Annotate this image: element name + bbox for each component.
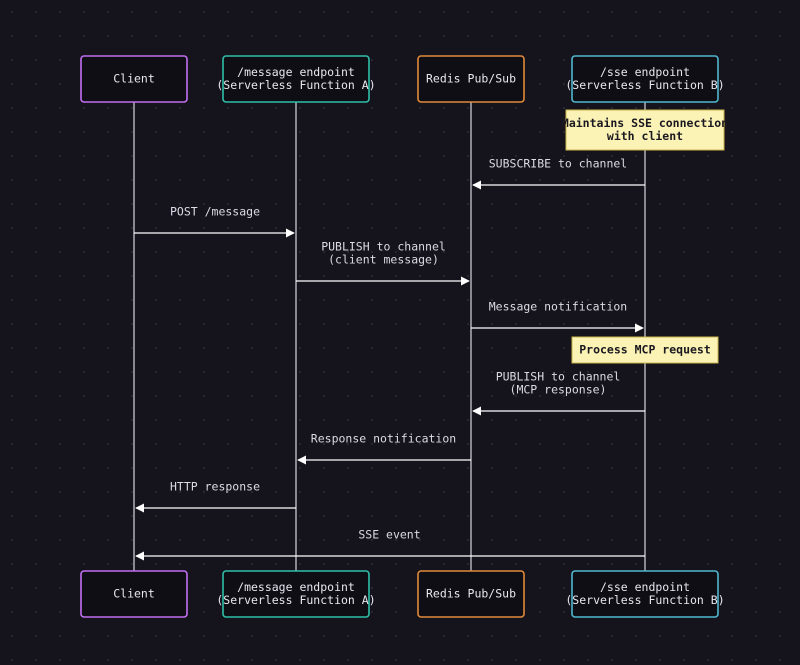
participants-bottom: Client/message endpoint(Serverless Funct… [80,570,725,618]
participant-label: Redis Pub/Sub [426,587,516,601]
note-box [571,336,719,364]
participant-redis-bottom: Redis Pub/Sub [417,570,525,618]
participants-top: Client/message endpoint(Serverless Funct… [80,55,725,103]
message-7: SSE event [135,528,645,561]
participant-label: /sse endpoint [600,65,690,79]
participant-label: (Serverless Function B) [565,78,724,92]
participant-box [222,570,370,618]
participant-client-top: Client [80,55,188,103]
participant-box [417,55,525,103]
participant-label: /message endpoint [237,65,355,79]
message-1: POST /message [134,205,295,238]
note-label: with client [607,129,683,143]
message-label: PUBLISH to channel [321,240,446,254]
participant-label: (Serverless Function B) [565,593,724,607]
message-label: Message notification [489,300,627,314]
participant-label: Redis Pub/Sub [426,72,516,86]
participant-msg-top: /message endpoint(Serverless Function A) [216,55,376,103]
participant-box [222,55,370,103]
note-label: Maintains SSE connection [562,116,728,130]
participant-redis-top: Redis Pub/Sub [417,55,525,103]
participant-msg-bottom: /message endpoint(Serverless Function A) [216,570,376,618]
participant-box [571,570,719,618]
participant-label: /message endpoint [237,580,355,594]
participant-label: Client [113,587,155,601]
message-0: SUBSCRIBE to channel [472,157,645,190]
participant-label: (Serverless Function A) [216,78,375,92]
message-5: Response notification [297,432,471,465]
message-4: PUBLISH to channel(MCP response) [472,370,645,416]
message-3: Message notification [471,300,644,333]
message-6: HTTP response [135,480,296,513]
message-label: SUBSCRIBE to channel [489,157,627,171]
participant-box [80,55,188,103]
participant-sse-top: /sse endpoint(Serverless Function B) [565,55,725,103]
lifelines [133,102,646,571]
message-label: HTTP response [170,480,260,494]
message-label: POST /message [170,205,260,219]
participant-box [417,570,525,618]
note-label: Process MCP request [579,343,711,357]
message-label: Response notification [311,432,456,446]
message-label: (client message) [328,253,439,267]
note-1: Process MCP request [571,336,719,364]
participant-label: /sse endpoint [600,580,690,594]
message-2: PUBLISH to channel(client message) [296,240,470,286]
message-label: (MCP response) [510,383,607,397]
participant-sse-bottom: /sse endpoint(Serverless Function B) [565,570,725,618]
participant-client-bottom: Client [80,570,188,618]
message-label: PUBLISH to channel [496,370,621,384]
note-box [565,109,725,151]
participant-label: Client [113,72,155,86]
participant-box [80,570,188,618]
message-label: SSE event [358,528,420,542]
participant-label: (Serverless Function A) [216,593,375,607]
participant-box [571,55,719,103]
